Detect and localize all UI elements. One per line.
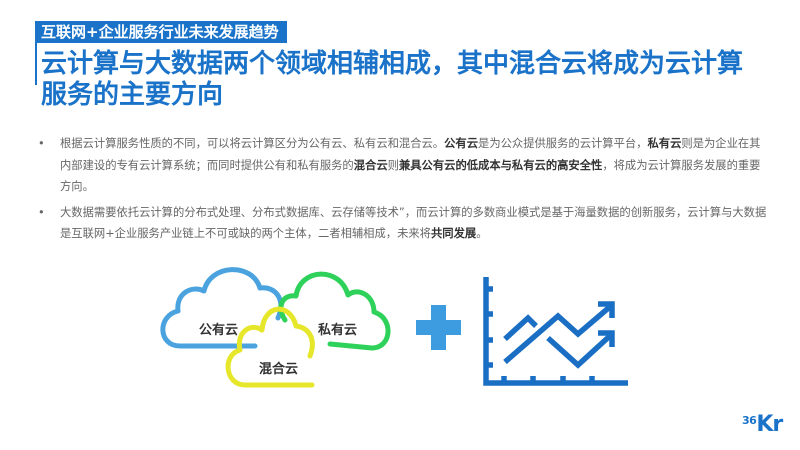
private-cloud-label: 私有云	[318, 323, 358, 338]
section-tag: 互联网+企业服务行业未来发展趋势	[35, 21, 287, 43]
hybrid-cloud-label: 混合云	[259, 362, 299, 377]
logo-number: 36	[742, 414, 757, 427]
bold-segment: 共同发展	[430, 227, 477, 240]
bullet-dot: •	[38, 205, 45, 219]
text-segment: 大数据需要依托云计算的分布式处理、分布式数据库、云存储等技术”，而云计算的多数商…	[60, 205, 767, 241]
title-accent-line	[35, 43, 37, 85]
bullet-dot: •	[38, 137, 45, 150]
text-segment: 则	[387, 158, 399, 172]
bold-segment: 公有云	[444, 137, 479, 150]
text-segment: 则是为企业在其内部建设的专有云计算系统；而同时提供公有和私有服务的	[60, 137, 761, 172]
bold-segment: 兼具公有云的低成本与私有云的高安全性	[398, 158, 603, 172]
logo-letters: Kr	[756, 412, 783, 437]
bullet-item-big-data: • 大数据需要依托云计算的分布式处理、分布式数据库、云存储等技术”，而云计算的多…	[38, 202, 768, 245]
36kr-logo: 36Kr	[742, 412, 783, 437]
bullet-list: • 根据云计算服务性质的不同，可以将云计算区分为公有云、私有云和混合云。公有云是…	[38, 133, 768, 249]
bold-segment: 混合云	[353, 158, 388, 172]
text-segment: ，将成为云计算服务发展的重要方向。	[60, 158, 761, 194]
public-cloud-label: 公有云	[199, 323, 239, 338]
bold-segment: 私有云	[647, 137, 682, 150]
text-segment: 。	[476, 227, 488, 240]
trend-chart-icon	[483, 277, 628, 386]
plus-icon	[416, 305, 461, 350]
page-title: 云计算与大数据两个领域相辅相成，其中混合云将成为云计算服务的主要方向	[41, 49, 744, 110]
text-segment: 根据云计算服务性质的不同，可以将云计算区分为公有云、私有云和混合云。	[60, 137, 445, 150]
text-segment: 是为公众提供服务的云计算平台，	[478, 137, 648, 150]
bullet-item-cloud-types: • 根据云计算服务性质的不同，可以将云计算区分为公有云、私有云和混合云。公有云是…	[38, 133, 768, 198]
